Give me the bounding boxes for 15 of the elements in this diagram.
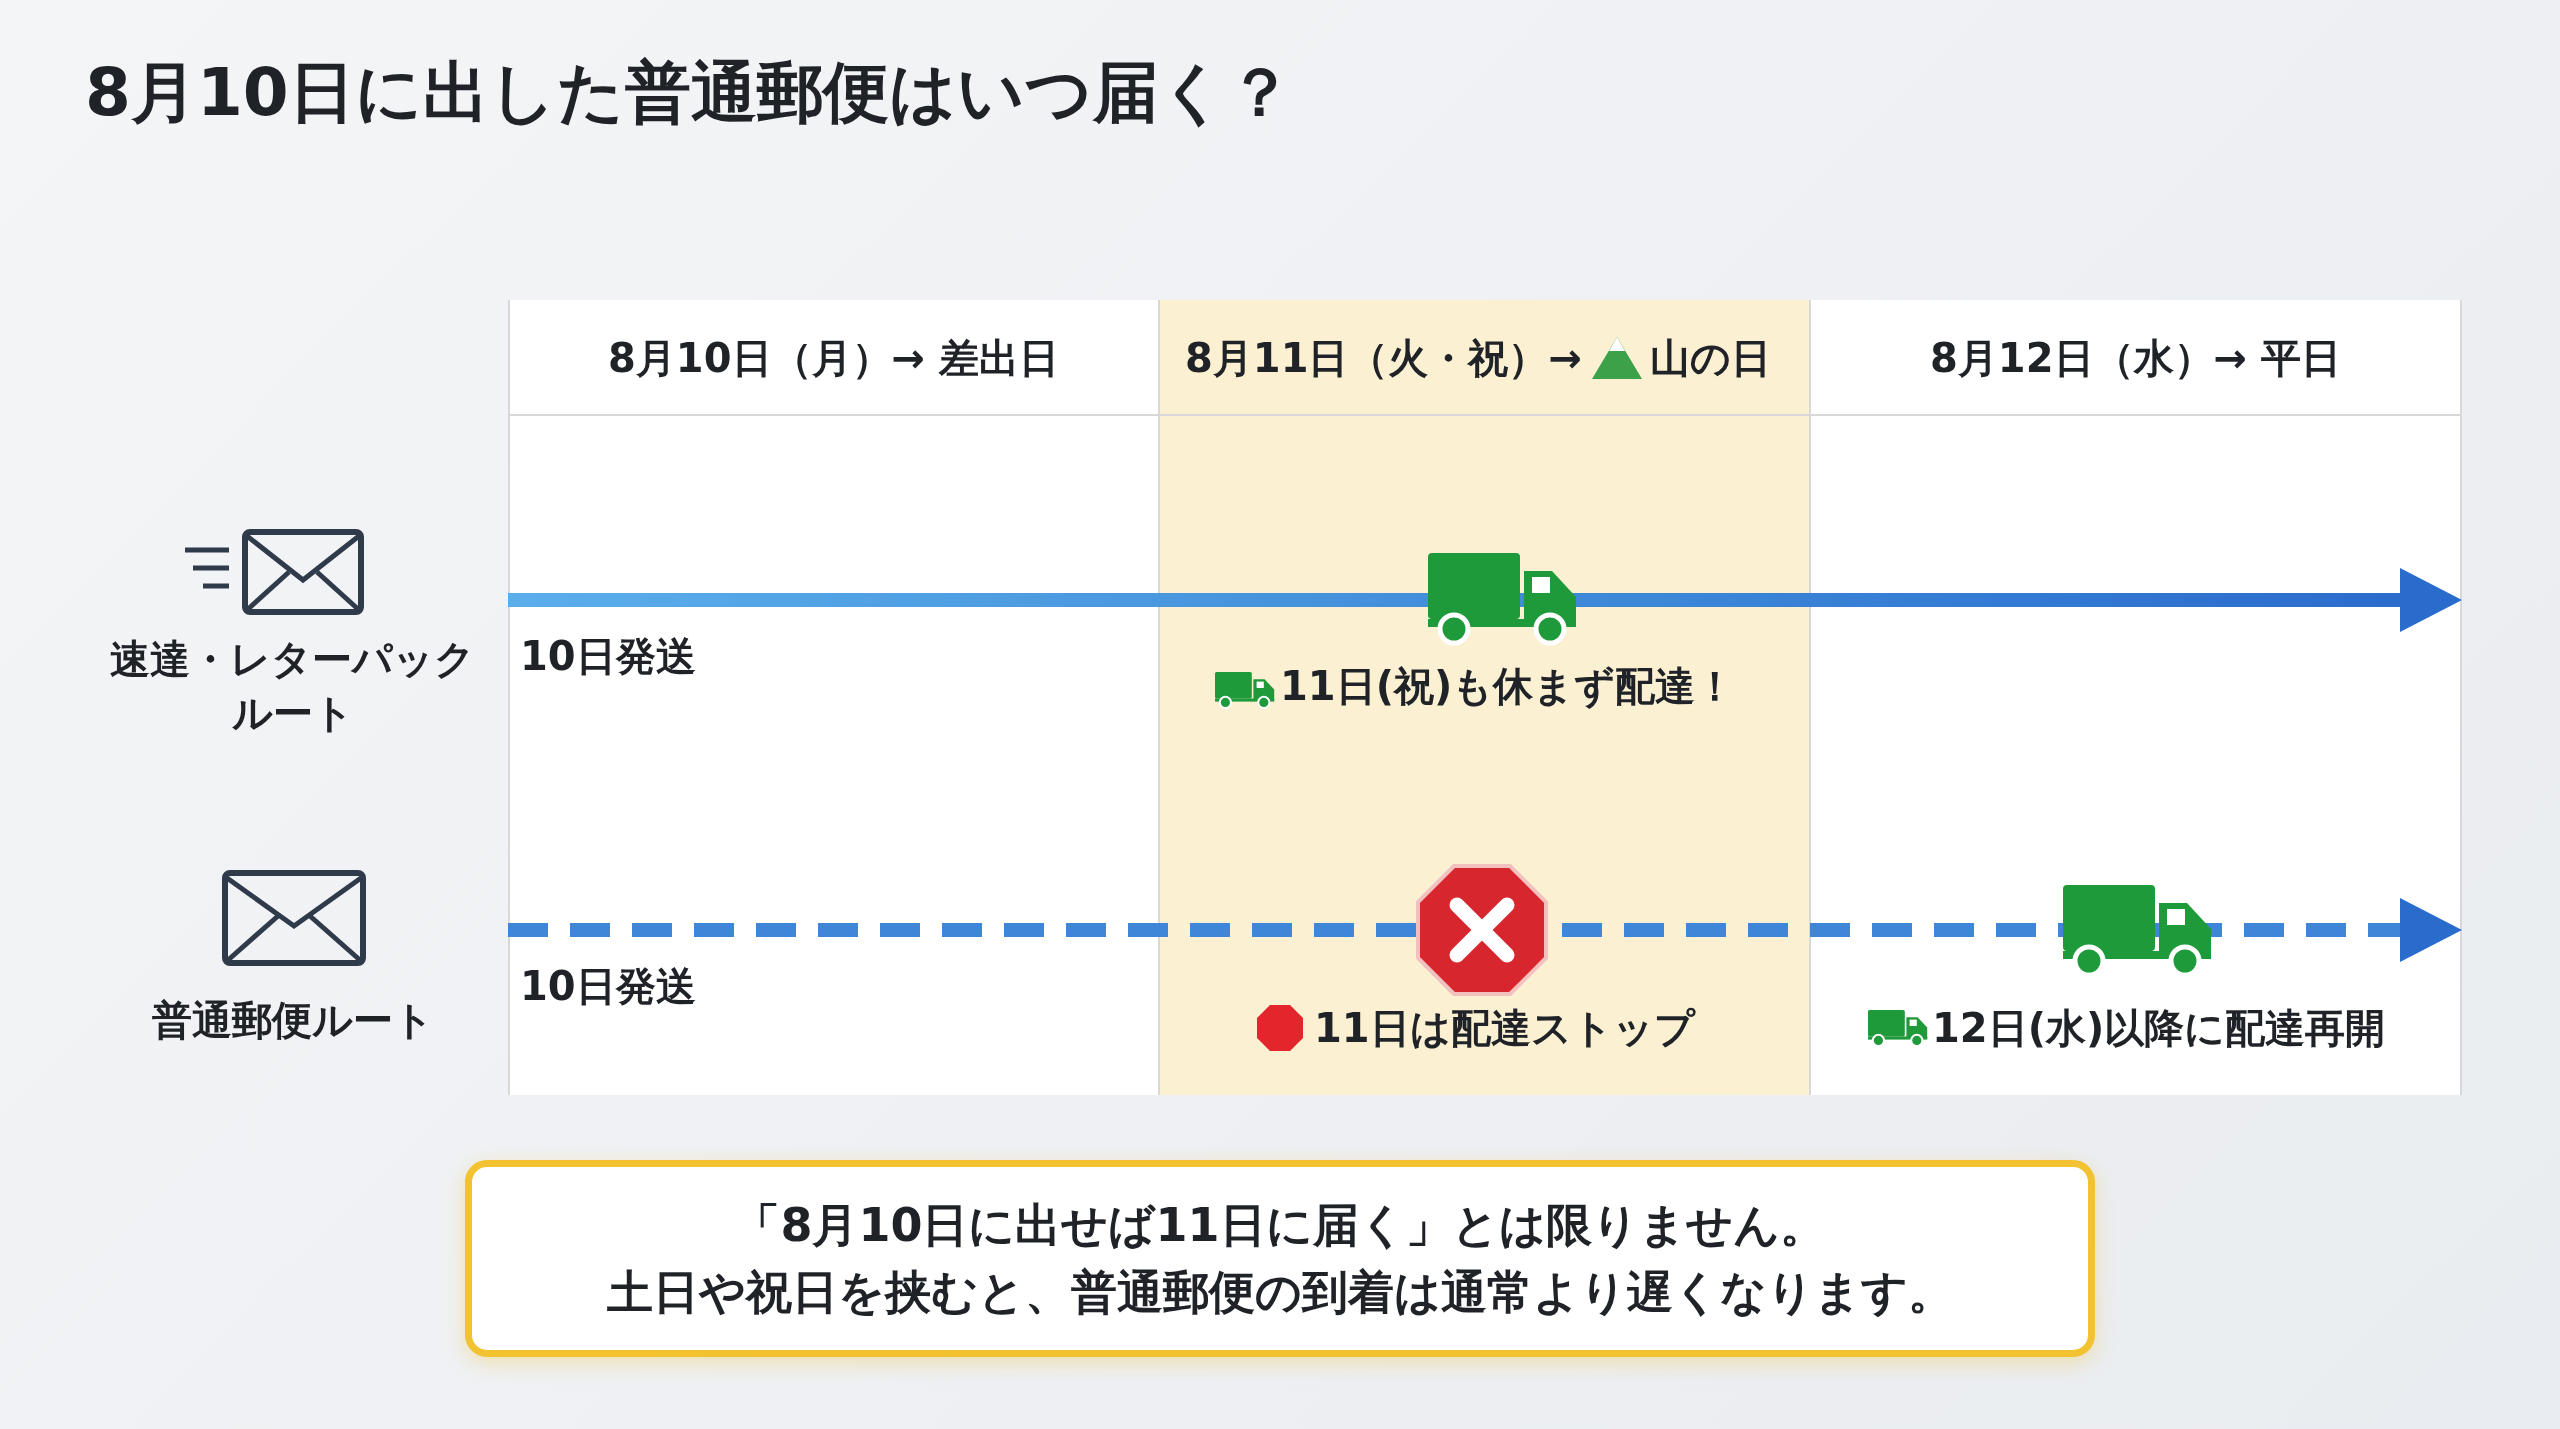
event-label: 12日(水)以降に配達再開 [1932, 1004, 2386, 1052]
event-label: 11日は配達ストップ [1314, 1004, 1695, 1052]
row-label: 速達・レターパックルート [109, 635, 476, 738]
column-header: 8月12日（水）→ 平日 [1929, 334, 2342, 382]
column-header: 山の日 [1650, 334, 1771, 382]
row-label: 普通郵便ルート [150, 996, 435, 1044]
event-label: 10日発送 [520, 962, 696, 1010]
event-label: 10日発送 [520, 632, 696, 680]
title: 8月10日に出した普通郵便はいつ届く？ [85, 53, 1293, 133]
callout-box [465, 1160, 2095, 1357]
callout-text: 土日や祝日を挟むと、普通郵便の到着は通常より遅くなります。 [606, 1263, 1954, 1321]
column-header: 8月10日（月）→ 差出日 [607, 334, 1060, 382]
callout-text: 「8月10日に出せば11日に届く」とは限りません。 [734, 1196, 1826, 1254]
column-header: 8月11日（火・祝）→ [1185, 334, 1582, 382]
event-label: 11日(祝)も休まず配達！ [1280, 662, 1736, 710]
